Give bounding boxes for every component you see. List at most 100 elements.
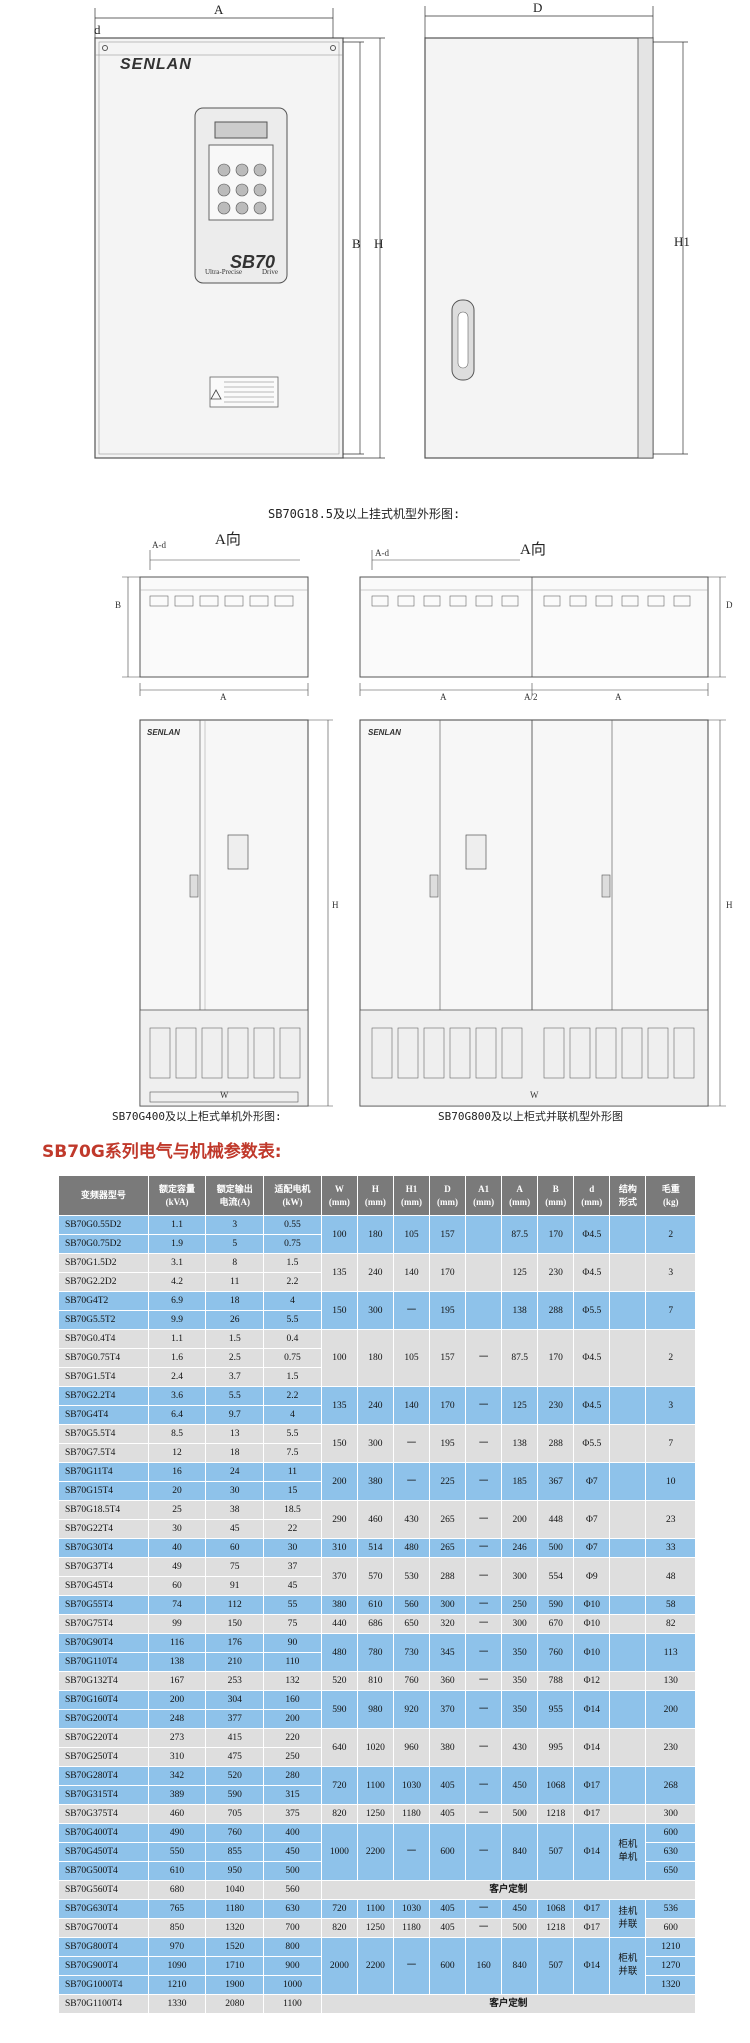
weight-cell: 1210 — [645, 1937, 696, 1957]
column-header: 毛重(kg) — [645, 1175, 696, 1216]
dimension-cell: Φ7 — [573, 1500, 611, 1539]
dimension-cell: 一 — [392, 1291, 431, 1330]
dim-label-h: H — [374, 236, 384, 251]
value-cell: 1.5 — [205, 1329, 265, 1349]
value-cell: 705 — [205, 1804, 265, 1824]
weight-cell: 10 — [645, 1462, 696, 1501]
dimension-cell: 288 — [537, 1424, 575, 1463]
value-cell: 7.5 — [263, 1443, 322, 1463]
value-cell: 6.9 — [147, 1291, 207, 1311]
value-cell: 1180 — [205, 1899, 265, 1919]
model-cell: SB70G90T4 — [58, 1633, 149, 1653]
dimension-cell: 288 — [429, 1557, 467, 1596]
dimension-cell: 2200 — [356, 1937, 394, 1995]
dimension-cell: Φ14 — [573, 1823, 611, 1881]
column-header: A(mm) — [501, 1175, 539, 1216]
dimension-cell: 230 — [537, 1253, 575, 1292]
dimension-cell: 320 — [429, 1614, 467, 1634]
dimension-cell: 105 — [392, 1329, 431, 1387]
value-cell: 1.5 — [263, 1367, 322, 1387]
model-cell: SB70G55T4 — [58, 1595, 149, 1615]
dimension-cell: Φ5.5 — [573, 1291, 611, 1330]
dimension-cell: 760 — [537, 1633, 575, 1672]
column-header: 额定容量(kVA) — [147, 1175, 207, 1216]
structure-cell: 柜机 单机 — [609, 1823, 647, 1881]
value-cell: 2080 — [205, 1994, 265, 2014]
value-cell: 75 — [205, 1557, 265, 1577]
value-cell: 248 — [147, 1709, 207, 1729]
dimension-cell: 380 — [320, 1595, 358, 1615]
structure-cell — [609, 1291, 647, 1330]
dimension-cell: Φ14 — [573, 1937, 611, 1995]
column-header: W(mm) — [320, 1175, 358, 1216]
dimension-cell: 670 — [537, 1614, 575, 1634]
dimension-cell: 1030 — [392, 1766, 431, 1805]
dim-label-d-side: D — [533, 0, 543, 15]
weight-cell: 58 — [645, 1595, 696, 1615]
dimension-cell: 290 — [320, 1500, 358, 1539]
column-header-unit: (mm) — [473, 1196, 495, 1207]
weight-cell: 7 — [645, 1424, 696, 1463]
value-cell: 475 — [205, 1747, 265, 1767]
value-cell: 5.5 — [263, 1424, 322, 1444]
dimension-cell: 350 — [501, 1671, 539, 1691]
dimension-cell: Φ10 — [573, 1595, 611, 1615]
dimension-cell: 一 — [465, 1386, 503, 1425]
value-cell: 2.4 — [147, 1367, 207, 1387]
value-cell: 220 — [263, 1728, 322, 1748]
value-cell: 460 — [147, 1804, 207, 1824]
model-cell: SB70G1100T4 — [58, 1994, 149, 2014]
dimension-cell: 995 — [537, 1728, 575, 1767]
value-cell: 850 — [147, 1918, 207, 1938]
dimension-cell: 135 — [320, 1253, 358, 1292]
dimension-cell: Φ4.5 — [573, 1386, 611, 1425]
model-cell: SB70G0.55D2 — [58, 1215, 149, 1235]
dimension-cell: Φ10 — [573, 1633, 611, 1672]
value-cell: 1.5 — [263, 1253, 322, 1273]
value-cell: 24 — [205, 1462, 265, 1482]
dimension-cell: 一 — [465, 1538, 503, 1558]
model-cell: SB70G0.75T4 — [58, 1348, 149, 1368]
dimension-cell: 170 — [537, 1215, 575, 1254]
value-cell: 2.2 — [263, 1386, 322, 1406]
dimension-cell: 一 — [465, 1899, 503, 1919]
cab-label-ad-left: A-d — [152, 540, 166, 550]
dimension-cell: 554 — [537, 1557, 575, 1596]
dimension-cell: 一 — [465, 1728, 503, 1767]
panel-sub-right: Drive — [262, 268, 278, 276]
column-header: 变频器型号 — [58, 1175, 149, 1216]
a-view-label-left: A向 — [215, 532, 241, 548]
weight-cell: 33 — [645, 1538, 696, 1558]
dimension-cell: 405 — [429, 1766, 467, 1805]
column-header-unit: 形式 — [618, 1196, 637, 1207]
value-cell: 8.5 — [147, 1424, 207, 1444]
dimension-cell: 125 — [501, 1386, 539, 1425]
column-header: 适配电机(kW) — [263, 1175, 322, 1216]
value-cell: 273 — [147, 1728, 207, 1748]
dimension-cell: 450 — [501, 1899, 539, 1919]
value-cell: 0.75 — [263, 1348, 322, 1368]
column-header-unit: (kVA) — [165, 1196, 189, 1207]
column-header-unit: (mm) — [545, 1196, 567, 1207]
dimension-cell: 170 — [537, 1329, 575, 1387]
value-cell: 132 — [263, 1671, 322, 1691]
cab-label-h-left: H — [332, 900, 339, 910]
model-cell: SB70G30T4 — [58, 1538, 149, 1558]
dim-label-d-small: d — [94, 22, 101, 37]
dimension-cell: 780 — [356, 1633, 394, 1672]
structure-cell — [609, 1329, 647, 1387]
value-cell: 900 — [263, 1956, 322, 1976]
value-cell: 415 — [205, 1728, 265, 1748]
structure-cell — [609, 1633, 647, 1672]
